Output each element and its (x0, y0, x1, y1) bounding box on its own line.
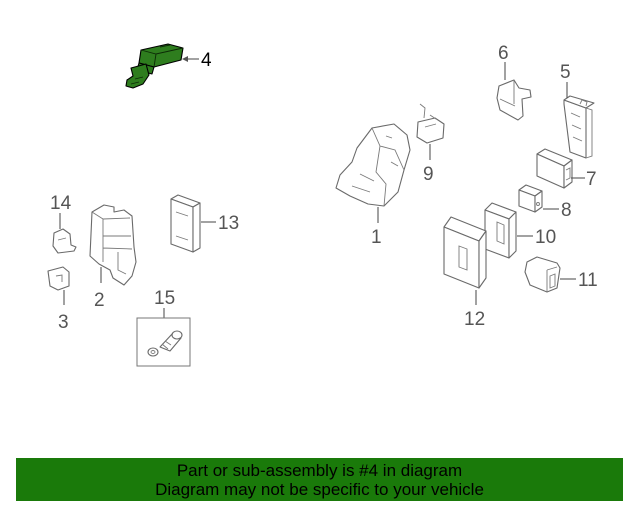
part-6-bracket[interactable] (496, 79, 532, 121)
part-14-sensor[interactable] (52, 228, 77, 254)
banner-line-2: Diagram may not be specific to your vehi… (155, 480, 484, 499)
part-7-module[interactable] (536, 148, 573, 189)
callout-11[interactable]: 11 (578, 270, 598, 291)
part-15-kit[interactable] (136, 317, 191, 367)
callout-6[interactable]: 6 (498, 43, 509, 64)
part-4-module[interactable] (125, 43, 184, 89)
callout-12[interactable]: 12 (464, 309, 485, 330)
part-10-module[interactable] (484, 202, 517, 259)
callout-13[interactable]: 13 (218, 213, 239, 234)
callout-14[interactable]: 14 (50, 193, 72, 214)
callout-4[interactable]: 4 (201, 50, 212, 71)
callout-8[interactable]: 8 (561, 200, 572, 221)
callout-15[interactable]: 15 (154, 288, 175, 309)
callout-10[interactable]: 10 (535, 227, 556, 248)
part-5-module[interactable] (563, 95, 595, 159)
arrowhead-4 (182, 56, 188, 62)
callout-3[interactable]: 3 (58, 312, 69, 333)
part-1-bracket[interactable] (335, 123, 411, 207)
part-13-module[interactable] (170, 194, 201, 253)
callout-2[interactable]: 2 (94, 290, 105, 311)
info-banner: Part or sub-assembly is #4 in diagram Di… (16, 458, 623, 501)
part-2-junction-block[interactable] (89, 204, 137, 286)
callout-7[interactable]: 7 (586, 169, 597, 190)
banner-line-1: Part or sub-assembly is #4 in diagram (176, 461, 463, 480)
part-8-relay[interactable] (518, 184, 543, 213)
part-3-clip[interactable] (47, 266, 70, 291)
part-11-relay[interactable] (524, 256, 561, 293)
parts-diagram: 4 6 5 9 1 7 (47, 43, 598, 367)
part-12-module[interactable] (443, 216, 487, 289)
callout-9[interactable]: 9 (423, 164, 434, 185)
callout-1[interactable]: 1 (371, 227, 382, 248)
part-9-sensor[interactable] (416, 103, 445, 144)
callout-5[interactable]: 5 (560, 62, 571, 83)
